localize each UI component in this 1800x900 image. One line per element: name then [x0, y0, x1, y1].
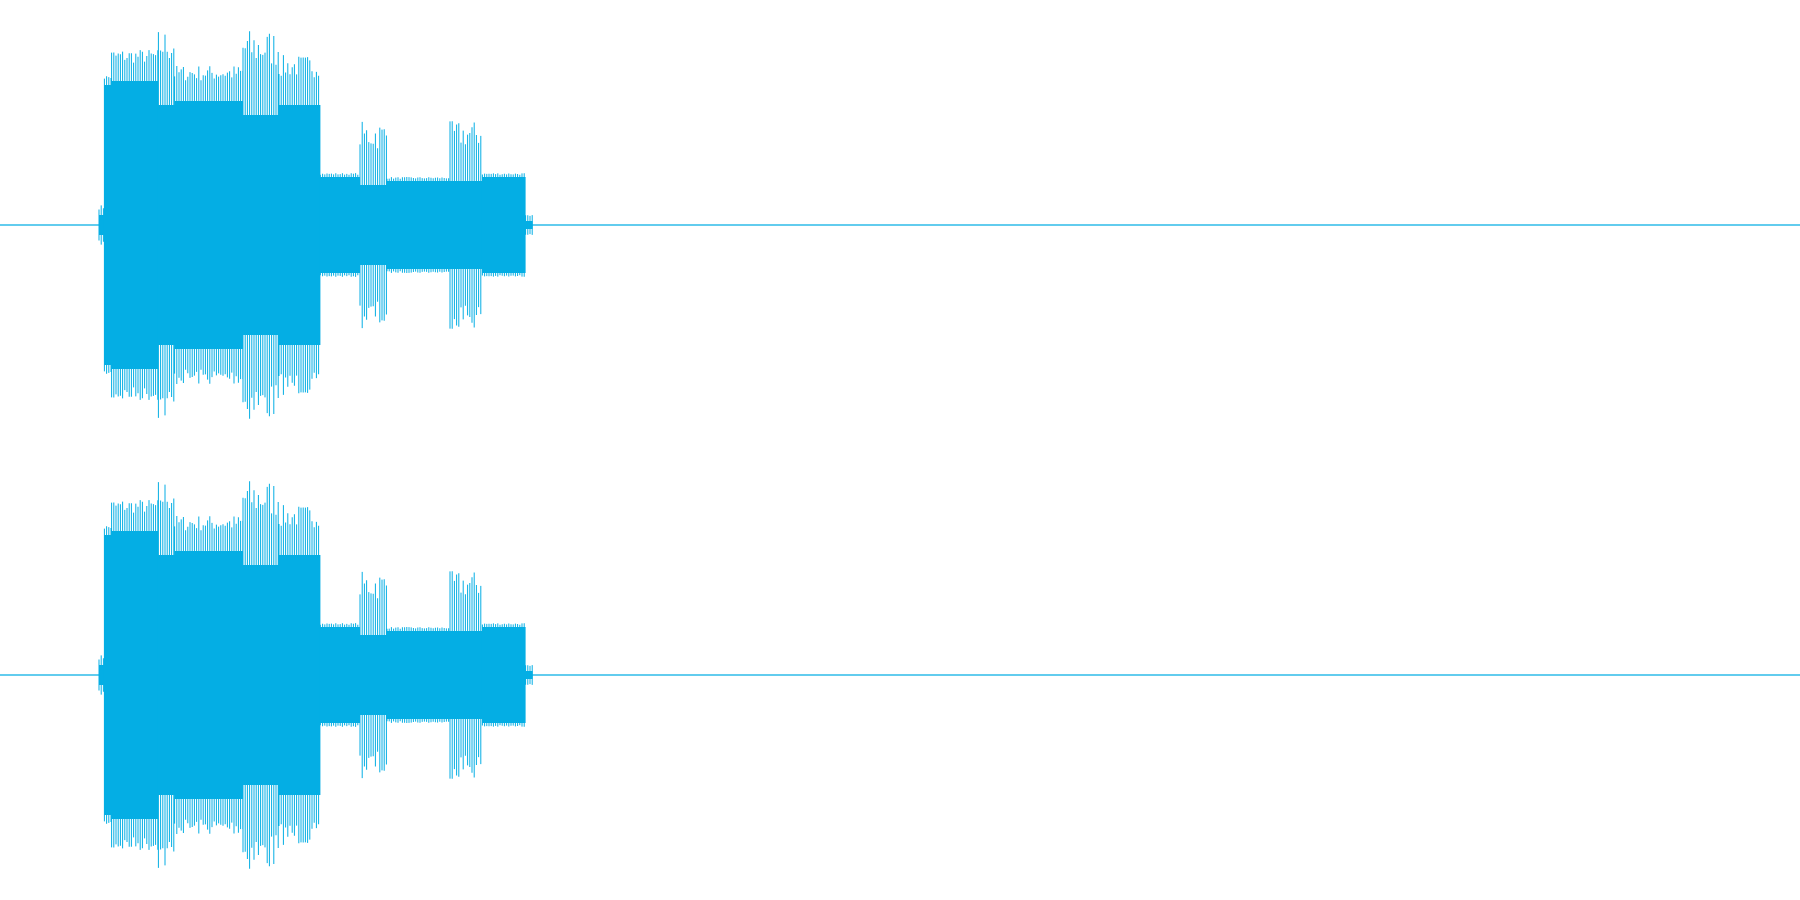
waveform-peaks [174, 516, 244, 834]
waveform-segment [104, 85, 112, 365]
waveform-peaks [386, 177, 450, 273]
waveform-peaks [103, 526, 112, 824]
waveform-segment [104, 535, 112, 815]
waveform-segment [387, 181, 450, 269]
waveform-channel-right [0, 481, 1800, 869]
waveform-peaks [111, 50, 159, 400]
waveform-segment [174, 551, 243, 799]
waveform-peaks [103, 76, 112, 374]
waveform-peaks [449, 571, 482, 779]
waveform-peaks [481, 623, 525, 727]
waveform-segment [111, 531, 159, 819]
waveform-peaks [278, 55, 320, 395]
waveform-peaks [525, 215, 533, 235]
waveform-peaks [319, 173, 361, 277]
waveform-segment [525, 671, 533, 679]
waveform-peaks [386, 627, 450, 723]
waveform-peaks [98, 205, 104, 245]
waveform-peaks [98, 655, 104, 695]
waveform-peaks [525, 665, 533, 685]
waveform-segment [450, 631, 483, 719]
waveform-peaks [111, 500, 159, 850]
waveform-peaks [481, 173, 525, 277]
waveform-peaks [359, 571, 387, 779]
waveform-channel-left [0, 31, 1800, 419]
waveform-peaks [359, 121, 387, 329]
waveform-peaks [174, 66, 244, 384]
waveform-segment [174, 101, 243, 349]
waveform-peaks [242, 31, 279, 419]
waveform-segment [111, 81, 159, 369]
waveform-peaks [319, 623, 361, 727]
waveform-segment [387, 631, 450, 719]
waveform-peaks [157, 482, 175, 868]
waveform-peaks [278, 505, 320, 845]
waveform-peaks [157, 32, 175, 418]
waveform-segment [525, 221, 533, 229]
waveform-peaks [242, 481, 279, 869]
waveform-peaks [449, 121, 482, 329]
waveform-segment [450, 181, 483, 269]
